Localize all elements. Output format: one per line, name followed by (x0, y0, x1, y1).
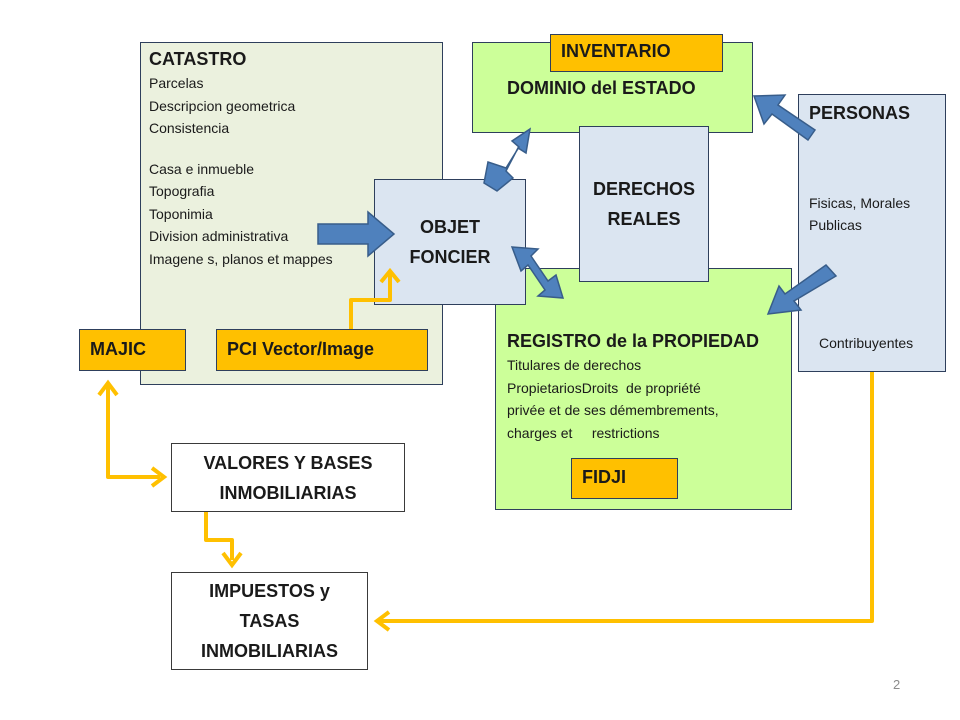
valores-line: INMOBILIARIAS (219, 482, 357, 503)
majic-badge: MAJIC (79, 329, 186, 371)
valores-to-impuestos-connector (204, 512, 234, 560)
registro-title: REGISTRO de la PROPIEDAD (507, 331, 760, 351)
impuestos-arrowhead-icon (373, 610, 391, 632)
personas-line: Fisicas, Morales (809, 195, 911, 211)
fidji-badge: FIDJI (571, 458, 678, 499)
catastro-item: Toponimia (149, 205, 213, 222)
impuestos-line: TASAS (239, 611, 300, 631)
catastro-item: Division administrativa (149, 228, 289, 244)
page-number: 2 (893, 677, 901, 692)
impuestos-line: INMOBILIARIAS (201, 641, 338, 661)
impuestos-box: IMPUESTOS y TASAS INMOBILIARIAS (171, 572, 368, 670)
impuestos-arrowhead-icon (221, 551, 243, 569)
derechos-line: REALES (607, 209, 681, 229)
valores-box: VALORES Y BASES INMOBILIARIAS (171, 443, 405, 512)
derechos-reales-box: DERECHOS REALES (579, 126, 709, 282)
contribuyentes-label: Contribuyentes (819, 335, 914, 351)
catastro-item: Casa e inmueble (149, 160, 255, 177)
objet-foncier-box: OBJET FONCIER (374, 179, 526, 305)
objet-line: OBJET (419, 217, 480, 237)
inventario-badge: INVENTARIO (550, 34, 723, 72)
valores-arrowhead-icon (150, 466, 168, 488)
catastro-title: CATASTRO (149, 49, 247, 69)
catastro-item: Consistencia (149, 120, 230, 136)
registro-line: charges et restrictions (507, 424, 660, 441)
personas-line: Publicas (809, 217, 862, 233)
catastro-item: Topografia (149, 183, 215, 199)
personas-title: PERSONAS (809, 103, 911, 123)
pci-badge: PCI Vector/Image (216, 329, 428, 371)
personas-box: PERSONAS Fisicas, Morales Publicas Contr… (798, 94, 946, 372)
registro-line: Titulares de derechos (507, 357, 642, 373)
impuestos-line: IMPUESTOS y (209, 581, 330, 601)
registro-line: privée et de ses démembrements, (507, 402, 719, 418)
catastro-item: Parcelas (149, 75, 204, 91)
majic-to-valores-connector (106, 386, 160, 479)
majic-arrowhead-icon (97, 379, 119, 397)
catastro-item: Imagene s, planos et mappes (149, 250, 333, 267)
registro-line: PropietariosDroits de propriété (507, 379, 701, 396)
derechos-line: DERECHOS (592, 179, 695, 199)
objet-line: FONCIER (409, 247, 491, 267)
dominio-title: DOMINIO del ESTADO (507, 78, 696, 98)
valores-line: VALORES Y BASES (203, 452, 373, 473)
catastro-item: Descripcion geometrica (149, 97, 296, 114)
